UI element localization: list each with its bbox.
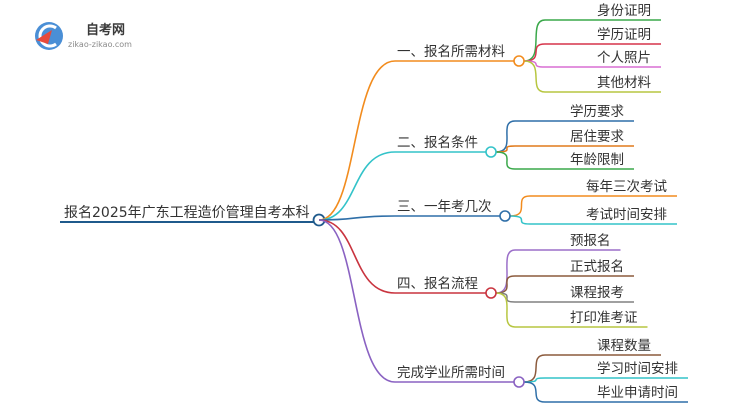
branch-node-marker-1[interactable] [513, 55, 525, 67]
branch-link-1 [318, 60, 396, 221]
leaf-node-label-3-1: 每年三次考试 [586, 179, 667, 195]
branch-node-label-3: 三、一年考几次 [397, 199, 492, 215]
leaf-node-label-4-3: 课程报考 [570, 285, 624, 301]
leaf-link-2-3 [495, 151, 634, 170]
leaf-link-1-4 [523, 60, 661, 93]
branch-node-label-1: 一、报名所需材料 [397, 44, 505, 60]
leaf-node-label-4-1: 预报名 [570, 233, 611, 249]
branch-link-5 [318, 219, 396, 383]
leaf-node-label-2-2: 居住要求 [570, 129, 624, 145]
leaf-link-4-4 [495, 292, 648, 328]
leaf-node-label-1-1: 身份证明 [597, 3, 651, 19]
leaf-link-4-2 [495, 275, 634, 294]
leaf-node-label-3-2: 考试时间安排 [586, 207, 667, 223]
branch-node-label-4: 四、报名流程 [397, 276, 478, 292]
leaf-node-label-5-1: 课程数量 [597, 338, 651, 354]
leaf-link-3-2 [509, 215, 677, 225]
leaf-node-label-2-1: 学历要求 [570, 104, 624, 120]
logo-mark-c [38, 24, 57, 48]
leaf-link-1-2 [523, 43, 661, 62]
leaf-link-1-1 [523, 19, 661, 62]
logo-title: 自考网 [86, 22, 125, 38]
leaf-link-5-3 [523, 381, 688, 403]
logo-subtitle: zikao-zikao.com [68, 40, 132, 49]
leaf-link-5-2 [523, 377, 688, 383]
branch-link-2 [318, 151, 396, 221]
branch-link-4 [318, 219, 396, 294]
branch-node-marker-4[interactable] [485, 287, 497, 299]
branch-node-marker-5[interactable] [513, 376, 525, 388]
leaf-link-5-1 [523, 354, 661, 383]
mindmap-links [318, 19, 688, 403]
logo-mark-accent [36, 30, 52, 44]
leaf-node-label-1-3: 个人照片 [597, 50, 651, 66]
leaf-link-4-1 [495, 249, 621, 294]
root-node-label: 报名2025年广东工程造价管理自考本科 [64, 205, 310, 221]
site-logo: 自考网 zikao-zikao.com [35, 22, 132, 50]
leaf-node-label-1-2: 学历证明 [597, 27, 651, 43]
branch-link-3 [318, 215, 396, 221]
leaf-node-label-5-3: 毕业申请时间 [597, 385, 678, 401]
leaf-node-label-2-3: 年龄限制 [570, 152, 624, 168]
leaf-node-label-4-2: 正式报名 [570, 259, 624, 275]
leaf-node-label-5-2: 学习时间安排 [597, 361, 678, 377]
leaf-node-label-1-4: 其他材料 [597, 75, 651, 91]
branch-node-label-5: 完成学业所需时间 [397, 365, 505, 381]
branch-node-marker-3[interactable] [499, 210, 511, 222]
branch-node-marker-2[interactable] [485, 146, 497, 158]
leaf-link-3-1 [509, 195, 677, 217]
leaf-link-2-1 [495, 120, 634, 153]
leaf-node-label-4-4: 打印准考证 [570, 309, 638, 326]
branch-node-label-2: 二、报名条件 [397, 134, 478, 151]
